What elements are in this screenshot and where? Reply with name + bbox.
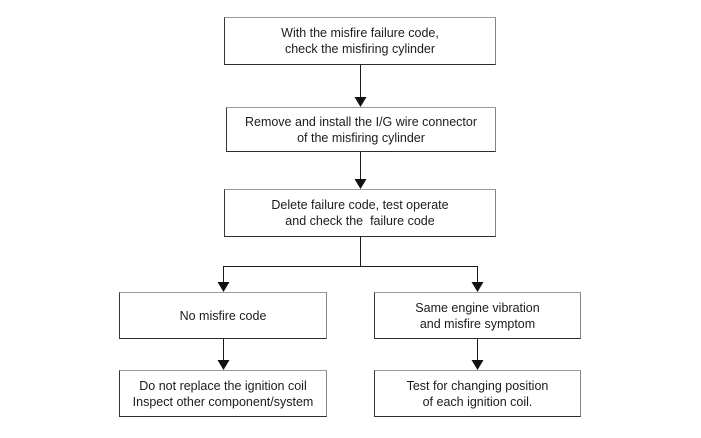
box-text-line: Delete failure code, test operate — [271, 198, 449, 212]
box-text-line: of the misfiring cylinder — [297, 130, 425, 145]
box-text-line: With the misfire failure code, — [281, 26, 439, 40]
box-text-line: Same engine vibration — [415, 300, 540, 315]
arrowhead-to-box7 — [471, 360, 484, 370]
box-same-engine-vibration: Same engine vibration and misfire sympto… — [374, 292, 581, 339]
arrowhead-to-box6 — [217, 360, 230, 370]
arrowhead-to-box4 — [217, 282, 230, 292]
box-text-line: Do not replace the ignition coil — [139, 378, 307, 393]
box-text-line: Remove and install the I/G wire connecto… — [244, 114, 478, 129]
box-text-line: and check the failure code — [285, 214, 435, 228]
box-text-line: Test for changing position — [406, 378, 549, 393]
arrowhead-to-box3 — [354, 179, 367, 189]
box-delete-failure-code: Delete failure code, test operate and ch… — [224, 189, 496, 237]
box-text-line: Inspect other component/system — [132, 394, 314, 409]
arrowhead-to-box5 — [471, 282, 484, 292]
box-remove-install-ig-wire: Remove and install the I/G wire connecto… — [226, 107, 496, 152]
box-text-line: check the misfiring cylinder — [284, 42, 436, 56]
box-text-line: of each ignition coil. — [422, 394, 533, 409]
box-test-changing-position: Test for changing position of each ignit… — [374, 370, 581, 417]
box-text-line: and misfire symptom — [419, 316, 536, 331]
box-text-line: No misfire code — [179, 308, 267, 323]
box-no-misfire-code: No misfire code — [119, 292, 327, 339]
box-check-misfiring-cylinder: With the misfire failure code, check the… — [224, 17, 496, 65]
arrowhead-to-box2 — [354, 97, 367, 107]
box-do-not-replace-coil: Do not replace the ignition coil Inspect… — [119, 370, 327, 417]
